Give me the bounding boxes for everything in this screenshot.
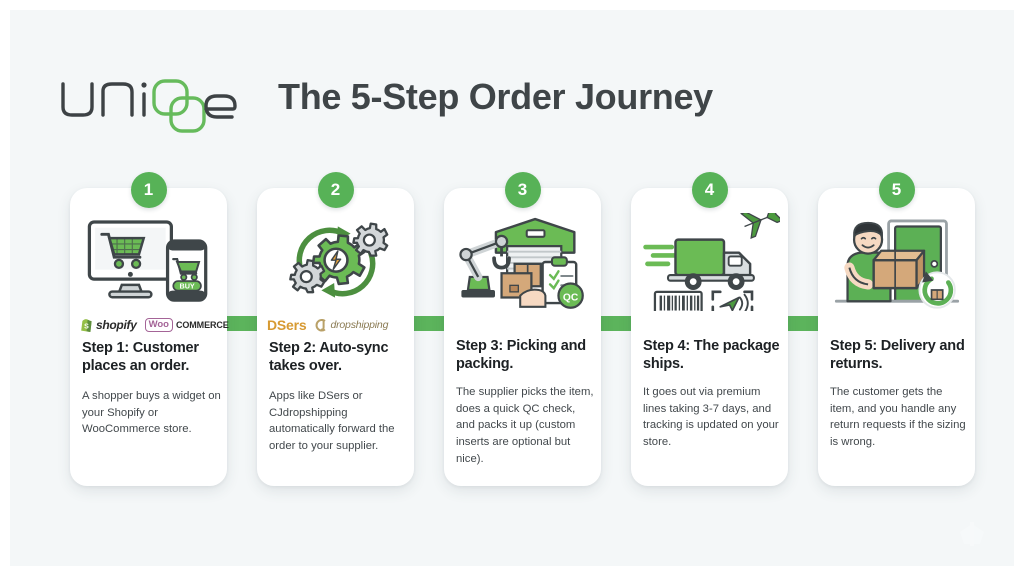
- shopify-bag-icon: S: [81, 318, 92, 332]
- shopify-logo: S shopify: [80, 318, 137, 333]
- woo-badge: Woo: [144, 318, 173, 332]
- cjdropshipping-label: dropshipping: [330, 319, 389, 331]
- warehouse-robot-arm-boxes-qc-illustration: QC: [444, 210, 601, 314]
- brand-row-1: S shopify Woo COMMERCE: [80, 314, 229, 336]
- uniqbe-logo-mark: [61, 79, 237, 133]
- step-title-4: Step 4: The package ships.: [643, 338, 780, 372]
- step-body-1: A shopper buys a widget on your Shopify …: [82, 390, 221, 436]
- woocommerce-label: COMMERCE: [175, 320, 229, 330]
- step-card-1[interactable]: 1: [70, 172, 229, 486]
- shopify-label: shopify: [96, 318, 137, 332]
- step-badge-3: 3: [504, 172, 541, 208]
- step-badge-2: 2: [317, 172, 354, 208]
- watermark: [952, 520, 992, 548]
- page-title: The 5-Step Order Journey: [278, 76, 713, 117]
- uniqbe-logo: [55, 60, 240, 136]
- step-title-2: Step 2: Auto-sync takes over.: [269, 340, 389, 374]
- brand-row-2: DSers dropshipping: [267, 314, 404, 336]
- step-card-5[interactable]: 5: [818, 172, 975, 486]
- step-badge-5: 5: [878, 172, 915, 208]
- step-card-2[interactable]: 2: [257, 172, 414, 486]
- woocommerce-logo: Woo COMMERCE: [144, 318, 229, 332]
- plane-icon: [739, 213, 780, 239]
- step-body-3: The supplier picks the item, does a quic…: [456, 386, 594, 465]
- step-body-5: The customer gets the item, and you hand…: [830, 386, 966, 449]
- svg-text:S: S: [84, 323, 89, 330]
- courier-delivering-box-at-door-with-return-icon-illustration: [818, 210, 975, 314]
- logo-i-dot: [141, 82, 147, 88]
- gears-sync-automation-illustration: [257, 210, 414, 314]
- step-body-4: It goes out via premium lines taking 3-7…: [643, 386, 779, 449]
- step-badge-4: 4: [691, 172, 728, 208]
- header: The 5-Step Order Journey: [10, 56, 1014, 142]
- step-badge-1: 1: [130, 172, 167, 208]
- svg-text:BUY: BUY: [179, 282, 194, 291]
- step-title-3: Step 3: Picking and packing.: [456, 338, 586, 372]
- desktop-and-phone-shopping-cart-illustration: BUY: [70, 210, 227, 314]
- qc-badge-label: QC: [562, 292, 578, 303]
- step-card-3[interactable]: 3: [444, 172, 601, 486]
- cjdropshipping-logo: dropshipping: [314, 318, 389, 332]
- step-body-2: Apps like DSers or CJdropshipping automa…: [269, 390, 395, 453]
- step-title-1: Step 1: Customer places an order.: [82, 340, 199, 374]
- dsers-label: DSers: [267, 317, 307, 333]
- cj-icon: [316, 318, 327, 332]
- step-card-4[interactable]: 4: [631, 172, 788, 486]
- step-title-5: Step 5: Delivery and returns.: [830, 338, 965, 372]
- delivery-truck-plane-barcode-tracking-illustration: [631, 210, 788, 314]
- tracking-scanner-icon: [710, 290, 753, 311]
